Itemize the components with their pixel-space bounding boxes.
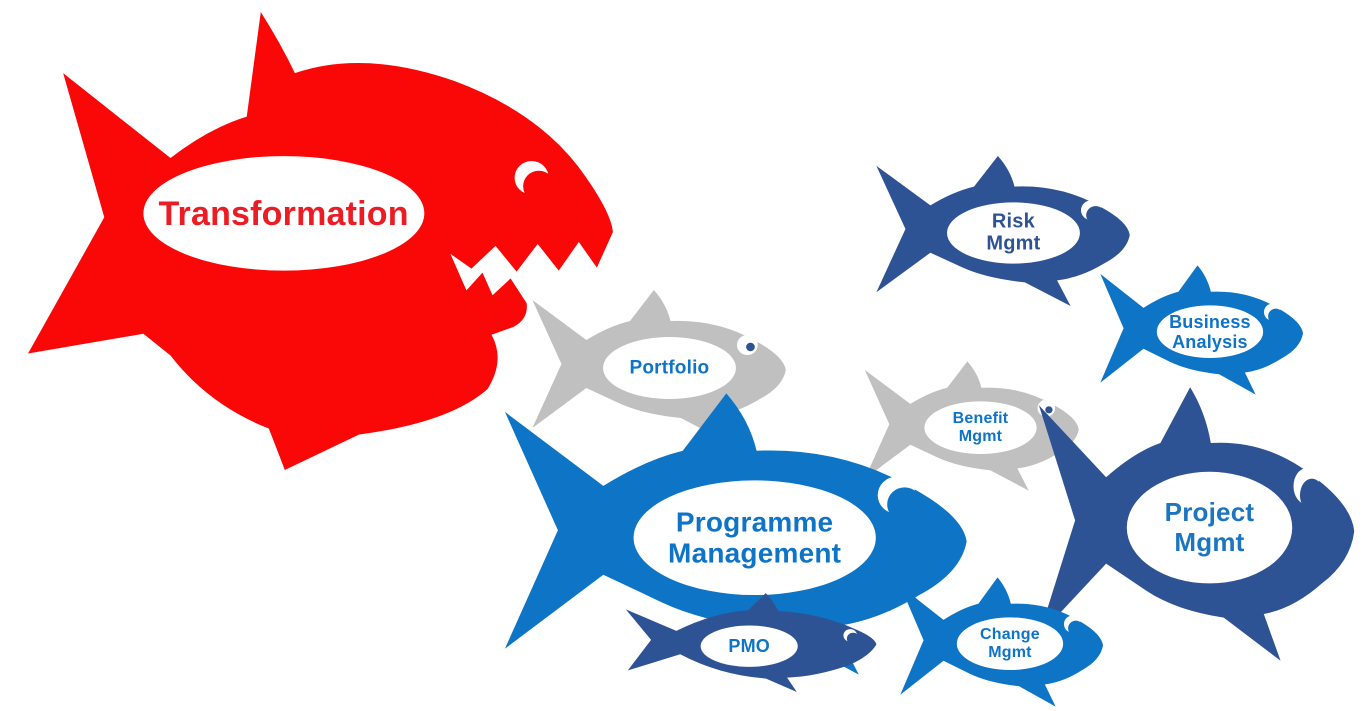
fish-label-transformation: Transformation xyxy=(158,195,408,233)
fish-label-line: Business xyxy=(1169,311,1251,332)
fish-eye-crescent xyxy=(846,632,860,645)
fish-eye-pupil xyxy=(746,342,755,352)
fish-eye-crescent xyxy=(1268,308,1284,325)
fish-label-ellipse xyxy=(1126,471,1293,584)
fish-label-line: Mgmt xyxy=(988,643,1032,661)
fish-label-line: Risk xyxy=(991,210,1035,233)
fish-label-line: Transformation xyxy=(158,194,409,233)
fish-label-line: Benefit xyxy=(952,409,1009,427)
fish-label-ellipse xyxy=(603,337,736,399)
fish-label-line: Mgmt xyxy=(1174,526,1245,557)
fish-label-line: Programme xyxy=(675,506,834,538)
fish-eye-crescent xyxy=(523,170,555,202)
fish-shape-change-mgmt xyxy=(900,577,1104,707)
fish-eye-crescent xyxy=(1299,478,1324,512)
fish-label-line: PMO xyxy=(728,636,770,657)
fish-label-line: Analysis xyxy=(1172,331,1248,352)
fish-eye-pupil xyxy=(1045,406,1053,414)
fish-label-line: Portfolio xyxy=(629,357,710,379)
fish-label-ellipse xyxy=(924,401,1037,455)
fish-label-ellipse xyxy=(1156,305,1264,359)
fish-label-portfolio: Portfolio xyxy=(629,357,709,378)
fish-shape-business-analysis xyxy=(1100,265,1304,395)
fish-shape-benefit-mgmt xyxy=(864,361,1079,491)
fish-label-ellipse xyxy=(947,202,1080,264)
fish-pmo: PMO xyxy=(620,586,892,692)
fish-shape-programme-management xyxy=(504,393,967,675)
fish-shape-transformation xyxy=(28,11,613,471)
fish-shape-pmo xyxy=(625,593,877,692)
fish-label-ellipse xyxy=(956,617,1064,671)
fish-label-ellipse xyxy=(143,156,425,271)
fish-label-line: Mgmt xyxy=(986,232,1041,255)
fish-label-line: Management xyxy=(668,537,842,569)
fish-shape-risk-mgmt xyxy=(876,155,1130,307)
fish-eye-crescent xyxy=(1086,206,1106,225)
fish-label-line: Project xyxy=(1164,497,1255,528)
fish-eye-crescent xyxy=(1068,620,1084,637)
fish-label-line: Mgmt xyxy=(958,427,1003,445)
fish-shape-project-mgmt xyxy=(1038,387,1355,661)
fish-label-ellipse xyxy=(700,625,798,667)
fish-label-line: Change xyxy=(979,625,1040,643)
fish-label-ellipse xyxy=(633,480,876,596)
fish-label-pmo: PMO xyxy=(728,636,770,656)
fish-transformation: Transformation xyxy=(18,8,640,472)
fish-eye-crescent xyxy=(887,487,922,522)
